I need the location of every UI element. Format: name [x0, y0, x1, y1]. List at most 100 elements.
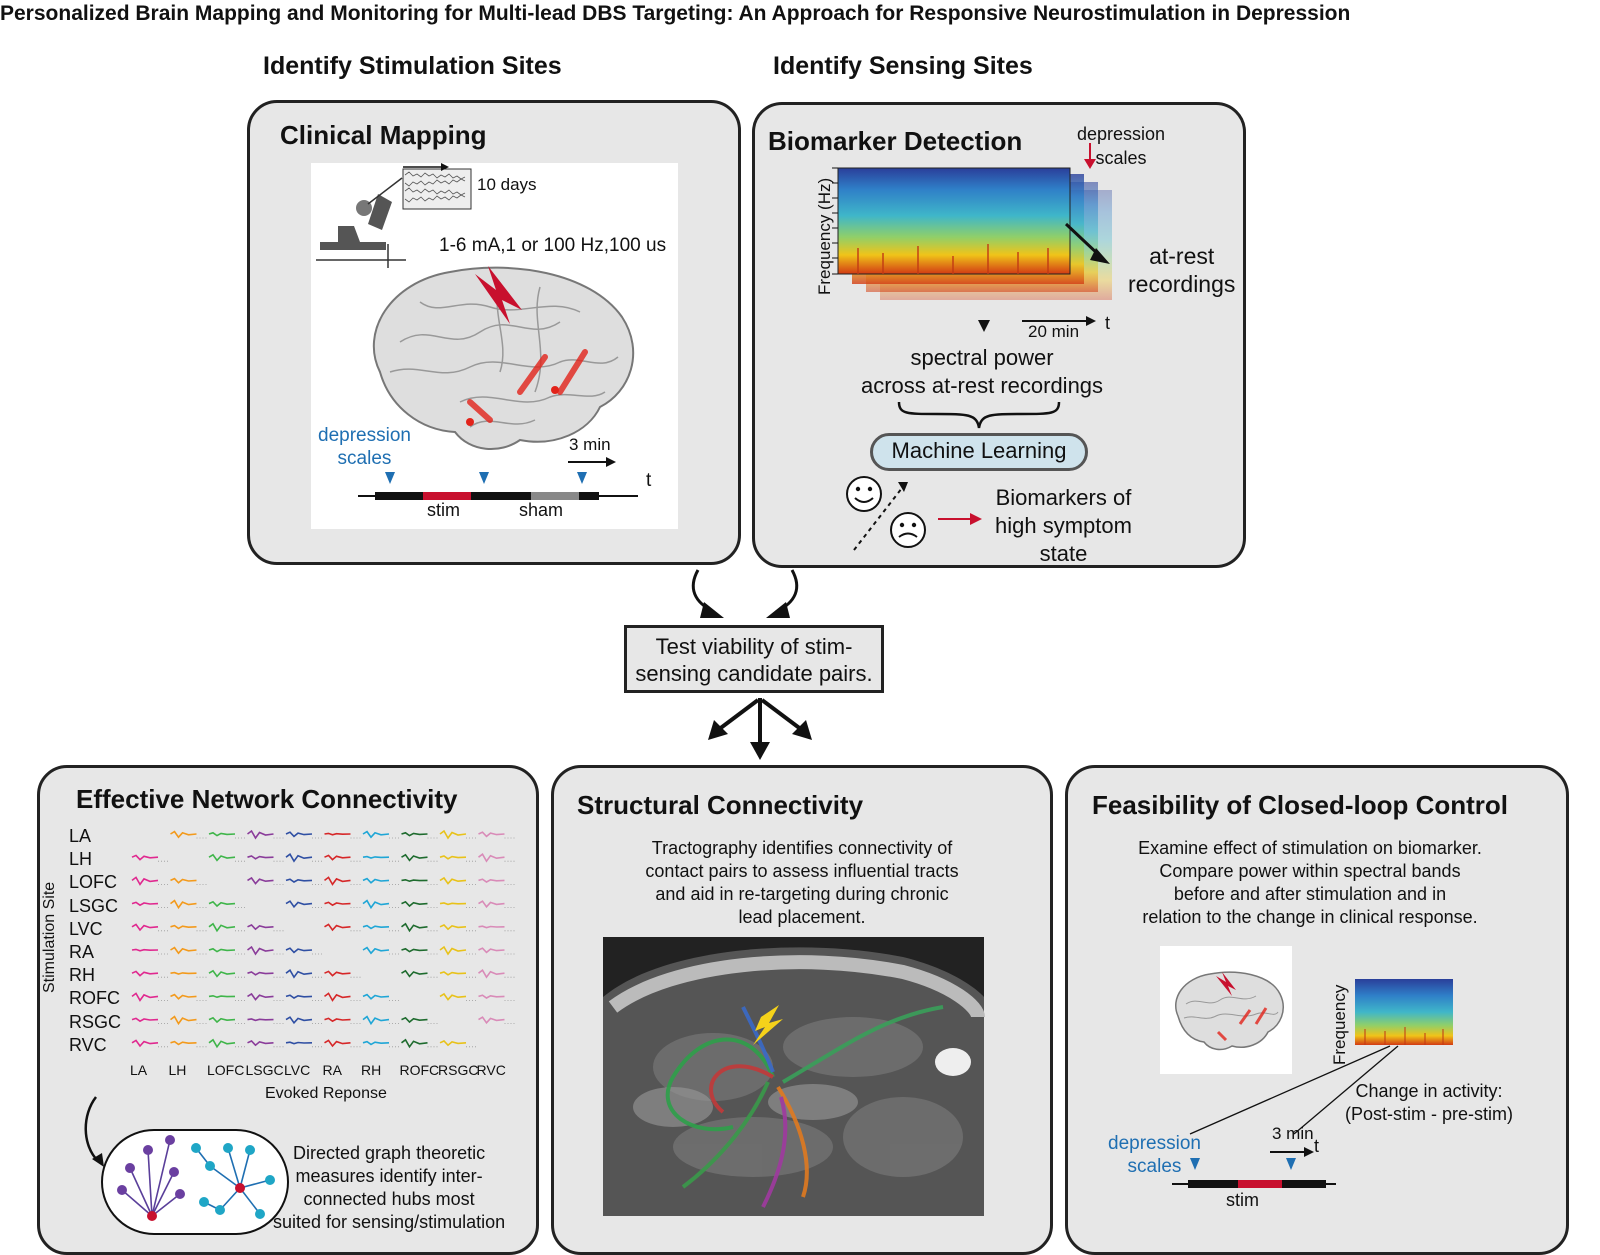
- clinical-depression-scales-label: depression scales: [318, 425, 411, 469]
- recording-time-axis-label: t: [1105, 313, 1111, 333]
- evoked-trace-ra-lsgc: [247, 945, 274, 956]
- evoked-trace-rvc-lsgc: [247, 1040, 274, 1047]
- evoked-trace-ra-lh: [170, 946, 197, 955]
- evoked-trace-la-rsgc: [439, 829, 467, 840]
- biomarkers-label: Biomarkers of high symptom state: [995, 485, 1132, 566]
- change-in-activity-label: Change in activity: (Post-stim - pre-sti…: [1345, 1081, 1513, 1124]
- figure-title: Personalized Brain Mapping and Monitorin…: [0, 2, 1351, 25]
- evoked-trace-rsgc-lvc: [285, 1016, 313, 1025]
- biomarker-depression-scales-label: depression scales: [1077, 124, 1166, 168]
- row-label-rofc: ROFC: [69, 988, 120, 1009]
- small-brain-image: [1175, 971, 1284, 1051]
- evoked-trace-lh-rh: [362, 855, 390, 859]
- brain-image: [372, 266, 635, 451]
- evoked-trace-lvc-lh: [170, 924, 197, 930]
- stim-label: stim: [427, 500, 460, 520]
- col-label-lofc: LOFC: [207, 1062, 245, 1078]
- evoked-trace-lh-rvc: [478, 853, 505, 863]
- evoked-trace-rsgc-lsgc: [247, 1018, 274, 1022]
- evoked-trace-rofc-ra: [324, 992, 351, 1002]
- evoked-trace-rvc-rh: [362, 1040, 390, 1046]
- spectrogram-stack: [832, 167, 1112, 300]
- spectral-power-label: spectral power across at-rest recordings: [860, 345, 1104, 398]
- graph-theory-text: Directed graph theoretic measures identi…: [273, 1143, 506, 1232]
- evoked-trace-ra-rsgc: [439, 945, 467, 956]
- red-down-arrow: [1084, 143, 1096, 169]
- evoked-trace-ra-rh: [362, 946, 390, 955]
- closed-loop-stim-label: stim: [1226, 1190, 1259, 1210]
- evoked-trace-rvc-lvc: [285, 1041, 313, 1045]
- closed-loop-spectrogram: [1355, 979, 1453, 1045]
- evoked-trace-rh-rofc: [401, 969, 428, 978]
- evoked-trace-lsgc-lh: [170, 899, 197, 910]
- test-viability-text: Test viability of stim- sensing candidat…: [635, 634, 873, 686]
- curly-brace: [897, 401, 1061, 429]
- closed-loop-timeline: [1172, 1147, 1336, 1188]
- evoked-response-axis-label: Evoked Reponse: [265, 1085, 387, 1102]
- evoked-trace-la-lsgc: [247, 829, 274, 840]
- evoked-trace-lh-rsgc: [439, 855, 467, 860]
- mri-tractography-image: [603, 937, 985, 1216]
- col-label-lsgc: LSGC: [245, 1062, 284, 1078]
- evoked-trace-lofc-rvc: [478, 878, 505, 883]
- evoked-trace-rh-lh: [170, 971, 197, 975]
- tractography-text: Tractography identifies connectivity of …: [645, 838, 959, 927]
- time-scale-arrow: [568, 457, 616, 467]
- evoked-trace-lvc-rh: [362, 924, 390, 930]
- evoked-trace-rh-la: [131, 970, 159, 977]
- evoked-trace-rh-rsgc: [439, 971, 467, 976]
- evoked-trace-rofc-rsgc: [439, 992, 467, 1001]
- evoked-trace-lvc-lsgc: [247, 924, 274, 931]
- evoked-trace-rsgc-ra: [324, 1017, 351, 1023]
- evoked-trace-rofc-lh: [170, 993, 197, 1000]
- col-label-la: LA: [130, 1062, 148, 1078]
- sham-label: sham: [519, 500, 564, 520]
- evoked-trace-rvc-la: [131, 1039, 159, 1048]
- stimulation-site-axis-label: Stimulation Site: [41, 881, 58, 993]
- evoked-trace-lvc-la: [131, 923, 159, 932]
- evoked-trace-rvc-lofc: [208, 1038, 236, 1049]
- closed-loop-depression-scales-label: depression scales: [1108, 1133, 1201, 1177]
- section-sensing-sites: Identify Sensing Sites: [773, 52, 1033, 80]
- clinical-time-axis-label: t: [646, 470, 652, 491]
- evoked-trace-la-lh: [170, 830, 197, 839]
- mood-faces-icon: [846, 476, 926, 551]
- col-label-lh: LH: [168, 1062, 187, 1078]
- evoked-trace-rsgc-lh: [170, 1015, 197, 1026]
- effective-network-title: Effective Network Connectivity: [76, 784, 458, 814]
- evoked-trace-rofc-rh: [362, 993, 390, 1000]
- evoked-trace-la-rofc: [401, 831, 428, 837]
- evoked-trace-lvc-rvc: [478, 925, 505, 929]
- row-label-ra: RA: [69, 942, 95, 962]
- evoked-trace-ra-rofc: [401, 947, 428, 953]
- evoked-trace-rsgc-rh: [362, 1015, 390, 1026]
- evoked-trace-lsgc-rh: [362, 899, 390, 910]
- evoked-trace-lofc-la: [131, 876, 159, 886]
- biomarker-detection-title: Biomarker Detection: [768, 126, 1023, 156]
- evoked-trace-lofc-rofc: [401, 878, 428, 883]
- col-label-rsgc: RSGC: [438, 1062, 479, 1078]
- evoked-trace-lh-rofc: [401, 853, 428, 862]
- col-label-ra: RA: [322, 1062, 342, 1078]
- stim-parameters: 1-6 mA,1 or 100 Hz,100 us: [439, 235, 667, 256]
- evoked-trace-rsgc-rofc: [401, 1016, 428, 1024]
- evoked-trace-lvc-rsgc: [439, 924, 467, 931]
- evoked-trace-rofc-lsgc: [247, 992, 274, 1001]
- evoked-trace-lvc-rofc: [401, 922, 428, 933]
- col-label-rofc: ROFC: [399, 1062, 440, 1078]
- evoked-trace-lofc-rsgc: [439, 876, 467, 885]
- clinical-mapping-title: Clinical Mapping: [280, 120, 487, 150]
- evoked-trace-rsgc-la: [131, 1017, 159, 1023]
- evoked-trace-rh-lsgc: [247, 971, 274, 976]
- row-label-lofc: LOFC: [69, 872, 118, 893]
- evoked-trace-rofc-lofc: [208, 994, 236, 999]
- clinical-timeline: [358, 472, 638, 500]
- evoked-trace-lh-lsgc: [247, 855, 274, 860]
- red-right-arrow: [938, 513, 982, 525]
- merge-arrows: [691, 569, 799, 618]
- closed-loop-title: Feasibility of Closed-loop Control: [1092, 790, 1508, 820]
- col-label-rvc: RVC: [476, 1062, 506, 1078]
- machine-learning-box: Machine Learning: [870, 433, 1088, 471]
- clinical-time-scale: 3 min: [569, 435, 611, 454]
- evoked-trace-lh-lofc: [208, 853, 236, 862]
